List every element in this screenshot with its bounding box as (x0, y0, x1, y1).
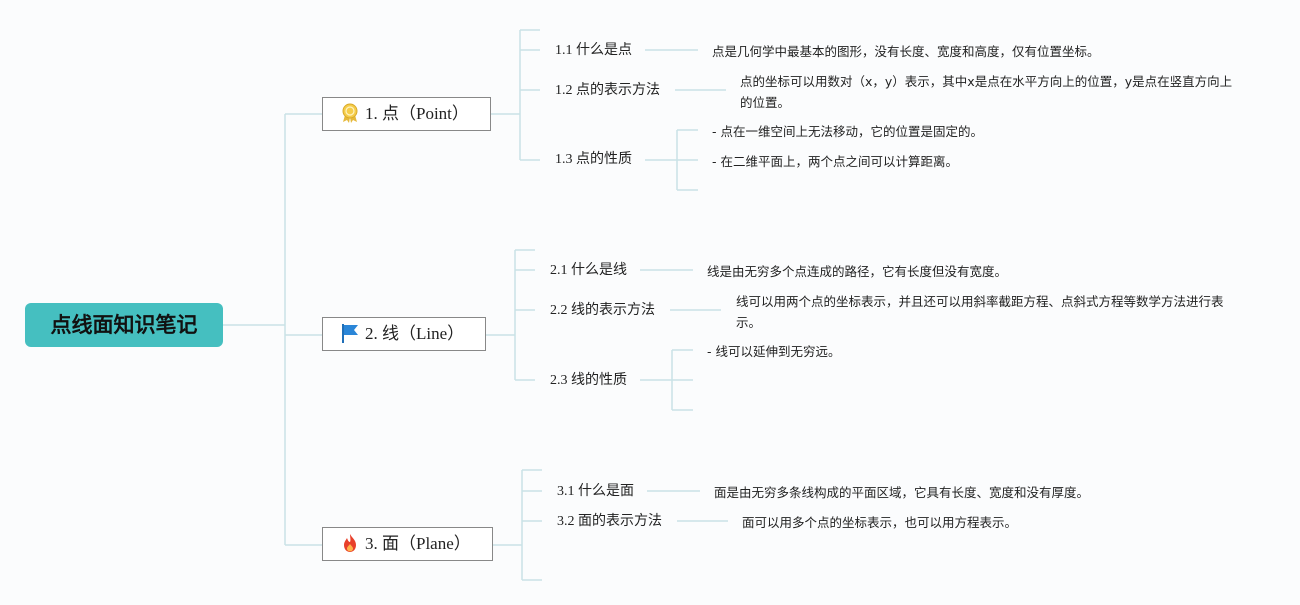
branch-line-label: 2. 线（Line） (365, 324, 465, 343)
topic-1-3[interactable]: 1.3 点的性质 (555, 152, 632, 167)
branch-plane[interactable]: 3. 面（Plane） (322, 527, 493, 561)
branch-point[interactable]: 1. 点（Point） (322, 97, 491, 131)
topic-2-3[interactable]: 2.3 线的性质 (550, 373, 627, 388)
branch-point-label: 1. 点（Point） (365, 104, 469, 123)
topic-1-1[interactable]: 1.1 什么是点 (555, 43, 632, 58)
note-1-3-b[interactable]: - 在二维平面上，两个点之间可以计算距离。 (712, 154, 958, 169)
note-3-2[interactable]: 面可以用多个点的坐标表示，也可以用方程表示。 (742, 515, 1018, 530)
fire-icon (339, 532, 361, 554)
note-2-2[interactable]: 线可以用两个点的坐标表示，并且还可以用斜率截距方程、点斜式方程等数学方法进行表示… (736, 294, 1224, 330)
topic-2-1[interactable]: 2.1 什么是线 (550, 263, 627, 278)
topic-3-2[interactable]: 3.2 面的表示方法 (557, 514, 662, 529)
root-topic[interactable]: 点线面知识笔记 (25, 303, 223, 347)
note-1-1[interactable]: 点是几何学中最基本的图形，没有长度、宽度和高度，仅有位置坐标。 (712, 44, 1100, 59)
branch-plane-label: 3. 面（Plane） (365, 534, 471, 553)
note-2-3-a[interactable]: - 线可以延伸到无穷远。 (707, 344, 841, 359)
award-ribbon-icon (339, 102, 361, 124)
note-3-1[interactable]: 面是由无穷多条线构成的平面区域，它具有长度、宽度和没有厚度。 (714, 485, 1090, 500)
flag-icon (339, 322, 361, 344)
note-1-2[interactable]: 点的坐标可以用数对（x，y）表示，其中x是点在水平方向上的位置，y是点在竖直方向… (740, 74, 1233, 110)
note-1-3-a[interactable]: - 点在一维空间上无法移动，它的位置是固定的。 (712, 124, 983, 139)
branch-line[interactable]: 2. 线（Line） (322, 317, 486, 351)
topic-1-2[interactable]: 1.2 点的表示方法 (555, 83, 660, 98)
note-2-1[interactable]: 线是由无穷多个点连成的路径，它有长度但没有宽度。 (707, 264, 1008, 279)
topic-3-1[interactable]: 3.1 什么是面 (557, 484, 634, 499)
topic-2-2[interactable]: 2.2 线的表示方法 (550, 303, 655, 318)
